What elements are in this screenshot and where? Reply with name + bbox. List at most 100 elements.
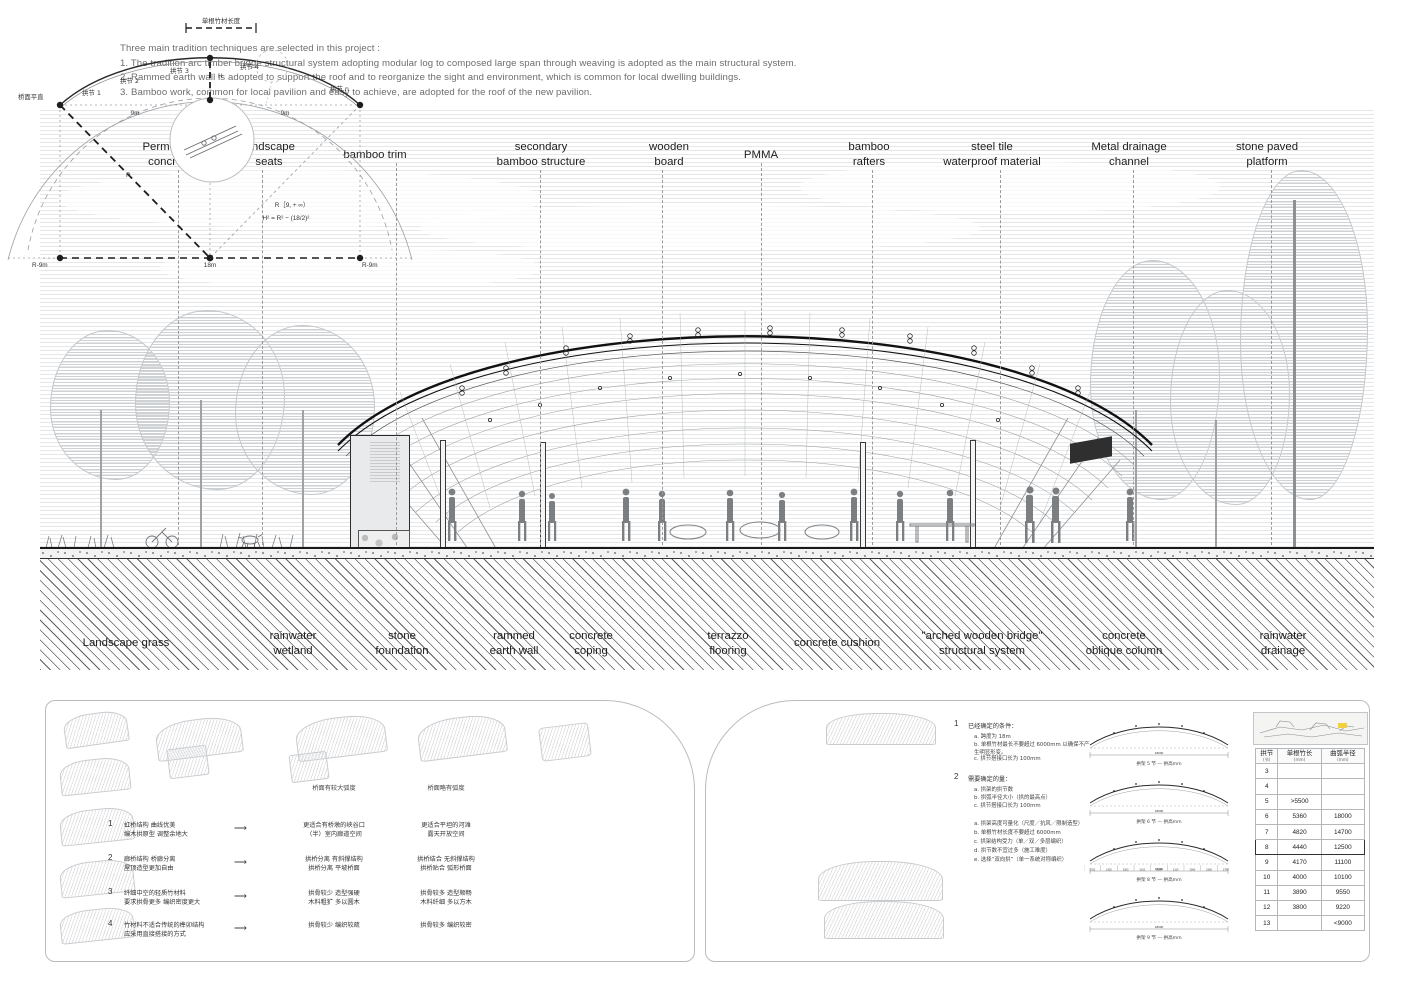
joint-label: 拱节 1	[82, 89, 101, 97]
svg-text:2160: 2160	[1156, 868, 1162, 872]
table-cell-length: 4440	[1277, 839, 1322, 856]
label-line: coping	[574, 644, 608, 657]
table-cell-radius	[1320, 778, 1366, 795]
arch-variant-caption: 拱架 6 节 — 拱高mm	[1136, 820, 1182, 825]
svg-text:1960: 1960	[1206, 868, 1212, 872]
radius-domain-label: R［9, + ∞）	[274, 202, 310, 209]
label-line: drainage	[1260, 644, 1306, 657]
condition-item: a. 拱架的拱节数	[974, 787, 1014, 793]
tree-trunk	[1135, 410, 1137, 548]
label-line: board	[654, 155, 684, 168]
table-cell-radius: 9550	[1320, 884, 1366, 901]
label-line: terrazzo	[707, 630, 749, 642]
axonometric-sketch	[415, 711, 509, 763]
section-top-label: wooden board	[649, 140, 689, 169]
arch-formula-label: H² = R² − (18/2)²	[262, 215, 310, 222]
label-line: concrete	[1102, 630, 1146, 642]
background-tree	[235, 325, 375, 495]
table-cell-radius	[1320, 763, 1366, 780]
condition-item: c. 拱节搭接口长为 100mm	[974, 803, 1041, 809]
condition-item: b. 单根竹材最长不要超过 6000mm 以确保不产生明显形变。	[974, 742, 1090, 756]
arch-variant-diagram: 18000	[1084, 715, 1234, 761]
description-line-4: 3. Bamboo work, common for local pavilio…	[120, 86, 593, 98]
comparison-row-number: 4	[108, 919, 113, 928]
label-line: stone	[388, 630, 416, 642]
column-header-radius: 曲弧半径 (mm)	[1320, 747, 1366, 765]
table-cell-radius: <9000	[1320, 915, 1366, 932]
table-cell-length: 4000	[1277, 869, 1322, 886]
woven-arch-sketch	[818, 861, 943, 901]
svg-text:18000: 18000	[1155, 751, 1164, 755]
table-cell-joints: 9	[1254, 854, 1279, 871]
foreground-landscape	[45, 527, 294, 549]
table-cell-joints: 5	[1254, 793, 1279, 810]
comparison-cell: 更适合有桥墩的峡谷口（半）室内廊道空间	[303, 820, 365, 838]
condition-heading: 需要确定的量：	[968, 776, 1012, 783]
people-silhouettes	[448, 486, 1135, 543]
arch-variant-diagram: 18000	[1084, 773, 1234, 819]
leader-line	[662, 170, 663, 545]
comparison-cell: 拱桥分离 有斜撑结构拱桥分离 平坡桥面	[305, 854, 363, 872]
label-line: concrete	[569, 630, 613, 642]
label-line: wetland	[273, 644, 313, 657]
tree-trunk	[200, 400, 202, 548]
bamboo-length-label: 单根竹材长度	[201, 17, 241, 25]
label-line: landscape	[243, 141, 295, 153]
label-line: channel	[1109, 155, 1149, 168]
table-cell-length: 5360	[1277, 808, 1322, 825]
label-line: seats	[255, 155, 283, 168]
label-line: oblique column	[1085, 644, 1163, 657]
label-line: flooring	[709, 644, 747, 657]
comparison-arrow-icon: ⟶	[234, 823, 247, 833]
text-line: 露天开放空间	[427, 831, 465, 838]
arch-variant-caption: 拱架 9 节 — 拱高mm	[1136, 936, 1182, 941]
svg-text:18000: 18000	[1155, 867, 1164, 871]
leader-line	[1271, 170, 1272, 545]
design-note: c. 拱架结构受力（单／双／多层编织）	[974, 839, 1067, 845]
table-cell-radius: 12500	[1320, 839, 1366, 856]
label-line: wooden	[649, 141, 689, 153]
column-header-joints: 拱节 (节)	[1254, 747, 1279, 765]
label-line: structural system	[938, 644, 1026, 657]
text-line: 拱桥分离 平坡桥面	[308, 865, 360, 872]
leader-line	[761, 163, 762, 545]
joint-label: 拱节 3	[170, 67, 189, 75]
table-cell-joints: 10	[1254, 869, 1279, 886]
text-line: 木料粗犷 多以圆木	[308, 899, 360, 906]
section-top-label: bamboo trim	[343, 148, 406, 163]
label-line: concrete cushion	[793, 637, 881, 649]
text-line: 虹桥结构 曲线优美	[124, 822, 176, 829]
axonometric-sketch	[62, 708, 130, 750]
comparison-arrow-icon: ⟶	[234, 857, 247, 867]
label-line: steel tile	[971, 141, 1013, 153]
label-line: "arched wooden bridge"	[921, 630, 1043, 642]
comparison-left-text: 虹桥结构 曲线优美编木拱原型 调整余地大	[124, 820, 188, 838]
svg-text:2062: 2062	[1123, 868, 1129, 872]
axonometric-sketch	[58, 755, 132, 797]
comparison-row-number: 2	[108, 853, 113, 862]
text-line: 拱骨较多 编织较密	[420, 922, 472, 929]
label-line: bamboo structure	[496, 155, 586, 168]
table-cell-joints: 11	[1254, 884, 1279, 901]
text-line: 拱桥结合 无斜撑结构	[417, 856, 475, 863]
comparison-column-header: 桥面略有弧度	[427, 785, 465, 792]
design-note: a. 拱架高度可量化（尺度／抗风／限制造型）	[974, 821, 1084, 827]
table-row: 13<9000	[1254, 915, 1366, 932]
section-bottom-label: concrete cushion	[794, 636, 880, 651]
text-line: 拱骨较多 造型顺畅	[420, 890, 472, 897]
table-cell-joints: 12	[1254, 899, 1279, 917]
project-description: Three main tradition techniques are sele…	[120, 42, 1020, 100]
leader-line	[1000, 170, 1001, 545]
table-cell-radius: 18000	[1320, 808, 1366, 825]
cloud-band	[160, 250, 540, 286]
label-line: rafters	[852, 155, 886, 168]
text-line: （半）室内廊道空间	[306, 831, 362, 838]
